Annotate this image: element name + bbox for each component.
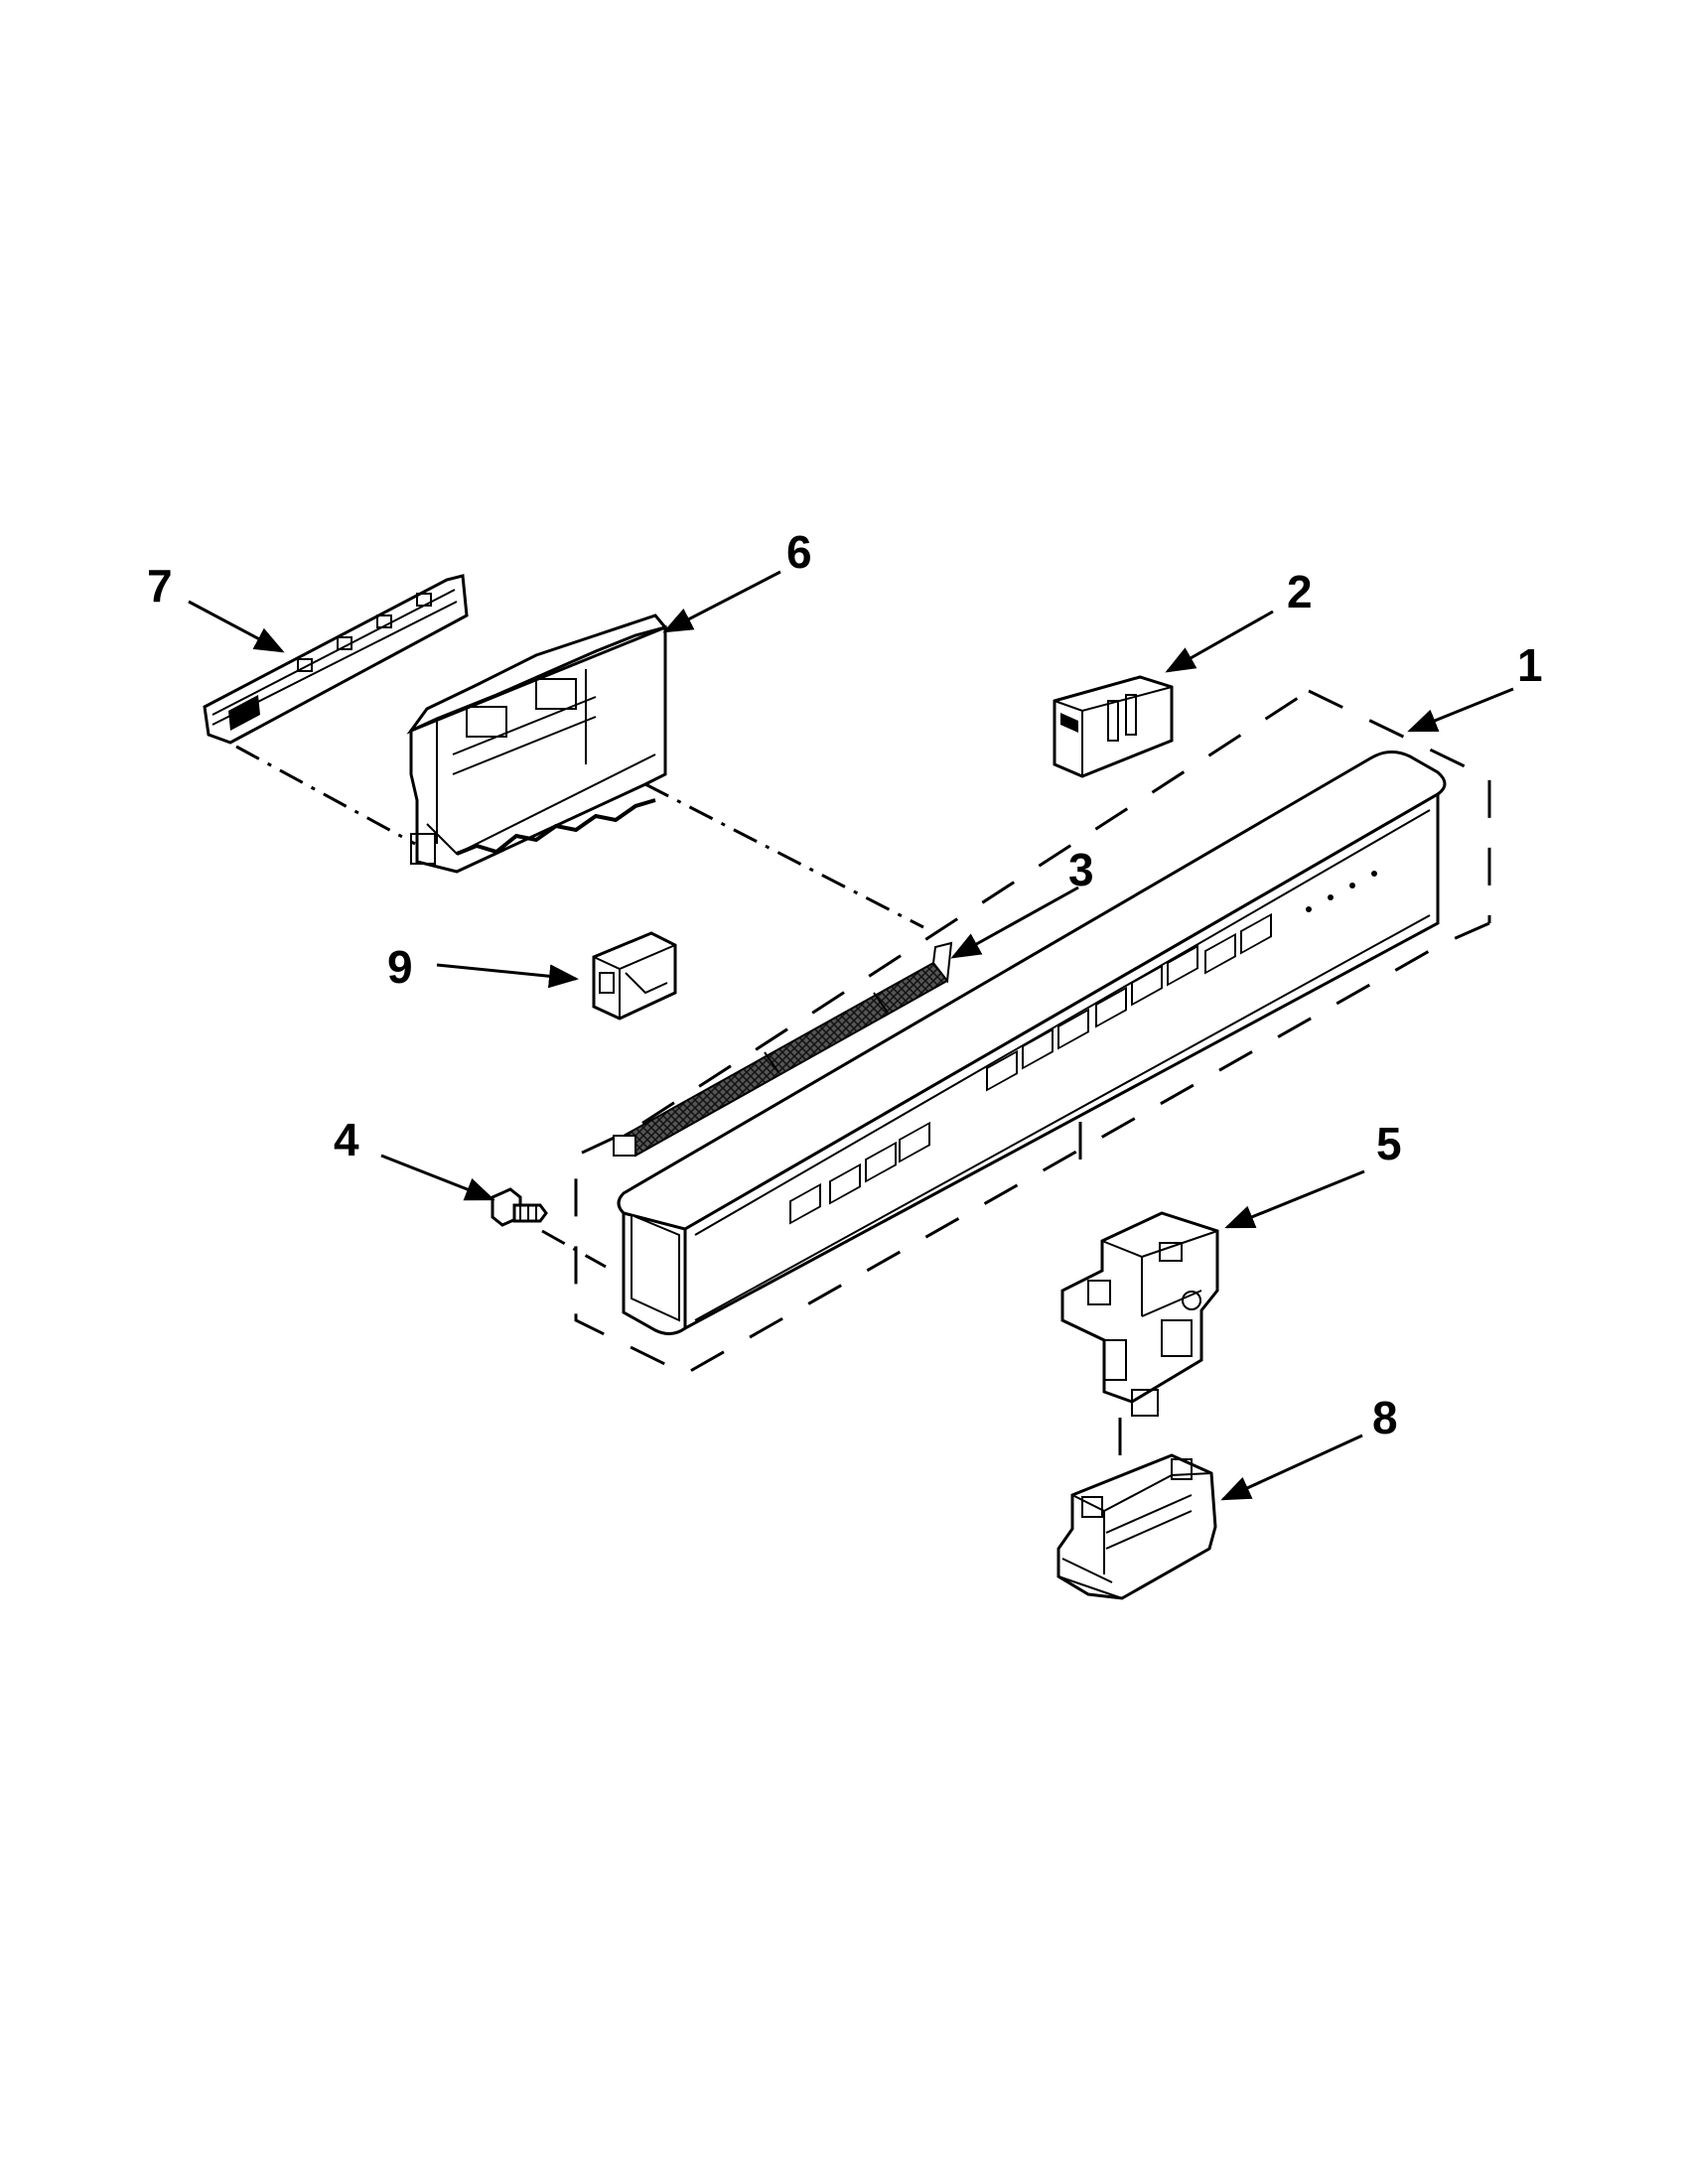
console-buttons-right [1204, 912, 1272, 975]
callout-labels: 1 2 3 4 5 6 7 8 9 [147, 526, 1543, 1443]
part-6-leader [644, 782, 924, 929]
callout-7: 7 [147, 560, 173, 612]
callout-6: 6 [786, 526, 812, 578]
callout-9: 9 [387, 941, 413, 993]
arrow-1 [1407, 687, 1514, 733]
arrow-5 [1224, 1169, 1365, 1229]
callout-arrows [188, 570, 1514, 1501]
callout-1: 1 [1517, 639, 1543, 691]
arrow-9 [436, 963, 579, 989]
part-2-bracket [1053, 675, 1174, 778]
callout-5: 5 [1376, 1118, 1402, 1169]
arrow-8 [1220, 1433, 1363, 1501]
console-assembly-outline [541, 689, 1491, 1376]
console-buttons-left [789, 1121, 930, 1225]
arrow-6 [662, 570, 781, 633]
callout-8: 8 [1372, 1392, 1398, 1443]
part-8-latch-housing [1056, 1453, 1217, 1600]
arrow-4 [380, 1154, 495, 1201]
callout-3: 3 [1068, 844, 1094, 895]
callout-2: 2 [1287, 566, 1313, 617]
part-9-clip [592, 931, 677, 1021]
arrow-7 [188, 600, 285, 653]
part-5-latch-assembly [1060, 1211, 1219, 1417]
callout-4: 4 [334, 1114, 359, 1165]
part-6-control-board-housing [406, 614, 668, 874]
console-indicator-lights [1306, 871, 1377, 912]
part-4-screw [491, 1187, 548, 1227]
console-buttons-middle [986, 944, 1198, 1092]
arrow-2 [1165, 610, 1274, 673]
arrow-3 [950, 886, 1079, 959]
part-7-clip-rail [203, 574, 469, 745]
part-1-control-console [617, 751, 1447, 1335]
part-7-leader [235, 745, 416, 846]
